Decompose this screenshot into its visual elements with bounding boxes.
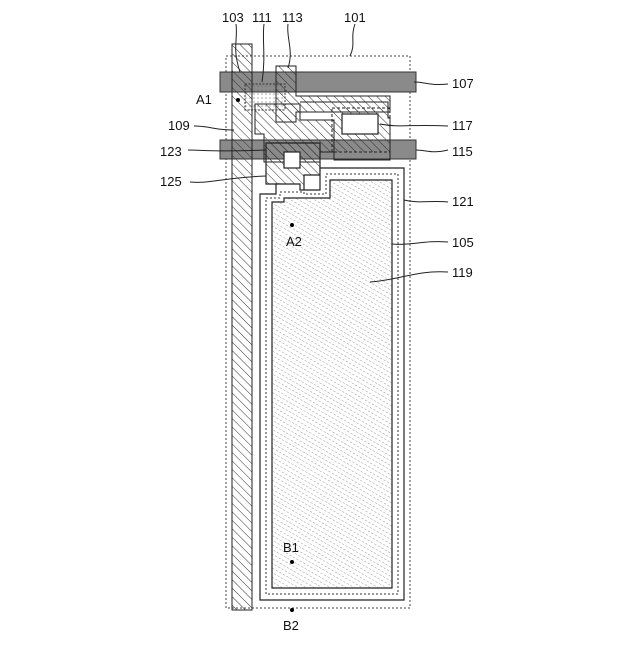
point-A1	[236, 98, 240, 102]
label-115: 115	[452, 144, 473, 159]
label-B1: B1	[283, 540, 299, 555]
label-119: 119	[452, 265, 473, 280]
label-125: 125	[160, 174, 182, 189]
label-A1: A1	[196, 92, 212, 107]
capacitor-contact-117	[342, 114, 378, 134]
label-101: 101	[344, 10, 366, 25]
label-121: 121	[452, 194, 474, 209]
label-105: 105	[452, 235, 474, 250]
label-107: 107	[452, 76, 474, 91]
point-B1	[290, 560, 294, 564]
label-103: 103	[222, 10, 244, 25]
signal-line-109	[232, 44, 252, 610]
label-109: 109	[168, 118, 190, 133]
point-B2	[290, 608, 294, 612]
label-111: 111	[252, 10, 272, 25]
label-B2: B2	[283, 618, 299, 633]
contact-hole-125	[284, 152, 300, 168]
label-A2: A2	[286, 234, 302, 249]
label-113: 113	[282, 10, 303, 25]
label-117: 117	[452, 118, 473, 133]
label-123: 123	[160, 144, 182, 159]
point-A2	[290, 223, 294, 227]
